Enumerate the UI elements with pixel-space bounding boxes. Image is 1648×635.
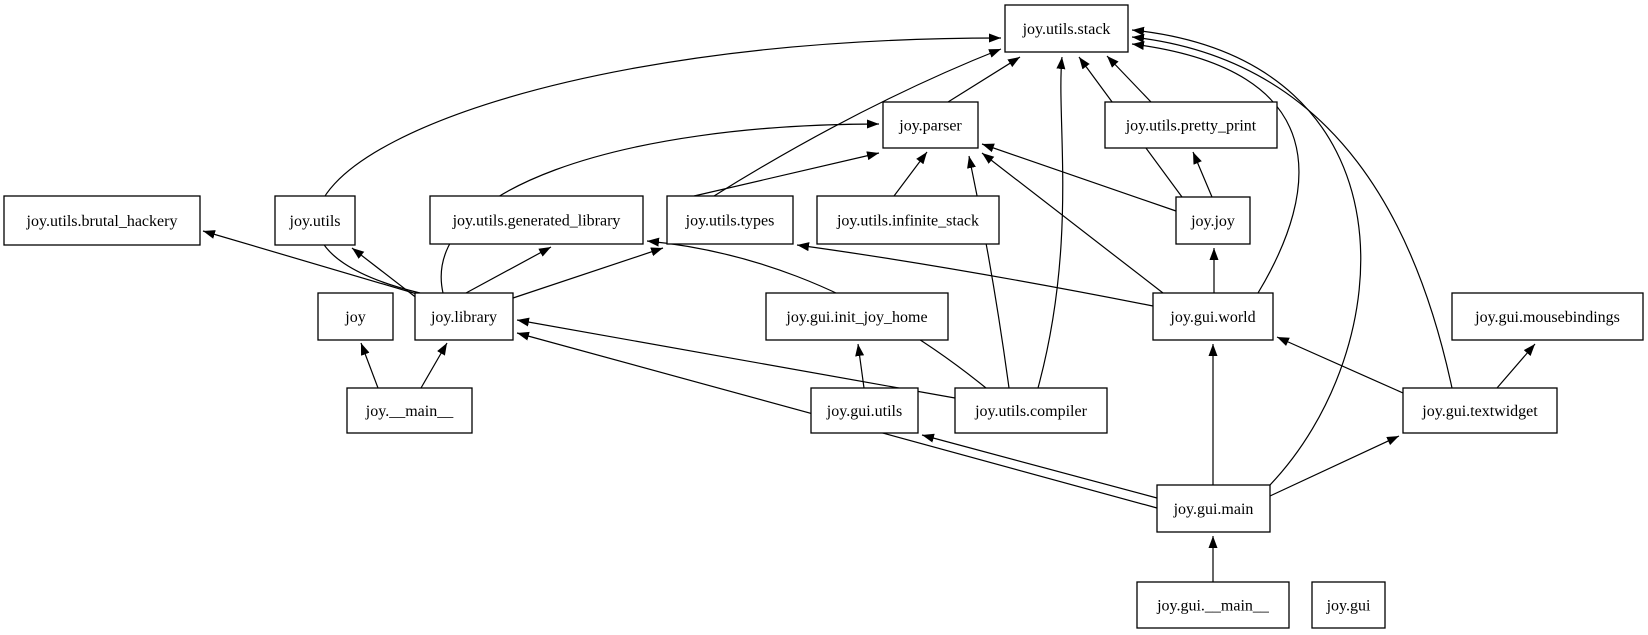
edge-joy.utils.compiler-to-joy.utils.generated_library — [646, 237, 987, 389]
edge-joy.utils.compiler-to-joy.parser — [967, 155, 1010, 389]
node-label: joy.gui.utils — [826, 403, 902, 420]
node-joy.gui.init_joy_home: joy.gui.init_joy_home — [765, 292, 949, 341]
node-box-joy.gui.world — [1152, 292, 1274, 341]
edge-joy.__main__-to-joy — [360, 342, 379, 389]
node-box-joy.gui.textwidget — [1402, 387, 1558, 434]
edge-joy.__main__-to-joy.library — [420, 342, 448, 389]
node-box-joy.gui.init_joy_home — [765, 292, 949, 341]
edge-joy.utils.infinite_stack-to-joy.parser — [893, 151, 928, 197]
node-label: joy.utils.infinite_stack — [836, 213, 979, 230]
node-box-joy.utils.generated_library — [429, 195, 644, 245]
edge-joy.gui.utils-to-joy.gui.init_joy_home — [855, 343, 865, 389]
node-label: joy.utils.brutal_hackery — [26, 213, 178, 230]
edge-joy.library-to-joy.utils.brutal_hackery — [202, 230, 418, 295]
edge-joy.gui.world-to-joy.utils.stack — [1131, 41, 1300, 294]
node-box-joy.gui.main — [1156, 484, 1271, 533]
node-label: joy.gui.main — [1173, 501, 1254, 518]
node-label: joy.gui.world — [1169, 309, 1255, 326]
edge-joy.gui.main-to-joy.gui.textwidget — [1269, 435, 1400, 497]
node-joy.gui.textwidget: joy.gui.textwidget — [1402, 387, 1558, 434]
node-label: joy — [344, 309, 365, 326]
node-label: joy.gui.__main__ — [1156, 598, 1270, 615]
node-box-joy.library — [414, 292, 514, 341]
node-joy.utils.pretty_print: joy.utils.pretty_print — [1104, 101, 1278, 149]
node-joy.utils.brutal_hackery: joy.utils.brutal_hackery — [3, 195, 201, 246]
edge-joy.library-to-joy.utils.stack — [315, 33, 1002, 294]
node-label: joy.gui.init_joy_home — [785, 309, 927, 326]
node-label: joy.utils — [289, 213, 341, 230]
node-joy.gui.__main__: joy.gui.__main__ — [1136, 581, 1290, 629]
node-label: joy.utils.stack — [1022, 21, 1111, 38]
node-box-joy.__main__ — [346, 387, 473, 434]
edge-joy.gui.textwidget-to-joy.gui.mousebindings — [1496, 343, 1536, 389]
edge-joy.gui.main-to-joy.gui.utils — [921, 433, 1158, 499]
edge-joy.gui.textwidget-to-joy.utils.stack — [1131, 33, 1453, 389]
edge-joy.library-to-joy.utils.generated_library — [465, 246, 552, 294]
node-joy.utils.generated_library: joy.utils.generated_library — [429, 195, 644, 245]
node-label: joy.parser — [898, 118, 962, 135]
node-label: joy.gui — [1326, 598, 1371, 615]
edge-joy.gui.main-to-joy.utils.stack — [1131, 26, 1362, 487]
node-label: joy.utils.pretty_print — [1125, 118, 1257, 135]
node-joy: joy — [317, 292, 394, 341]
node-joy.library: joy.library — [414, 292, 514, 341]
node-label: joy.utils.types — [685, 213, 775, 230]
node-joy.gui.main: joy.gui.main — [1156, 484, 1271, 533]
node-box-joy.utils.types — [666, 195, 794, 245]
node-label: joy.gui.mousebindings — [1474, 309, 1620, 326]
edge-joy.library-to-joy.utils.types — [512, 247, 664, 299]
node-box-joy.parser — [882, 101, 979, 149]
node-box-joy.utils.compiler — [954, 387, 1108, 434]
node-joy.utils.types: joy.utils.types — [666, 195, 794, 245]
node-joy.gui.utils: joy.gui.utils — [810, 387, 919, 434]
node-box-joy — [317, 292, 394, 341]
node-box-joy.joy — [1175, 196, 1251, 245]
node-label: joy.library — [430, 309, 497, 326]
edge-joy.utils.types-to-joy.utils.stack — [713, 48, 1002, 197]
node-joy.gui.mousebindings: joy.gui.mousebindings — [1451, 292, 1644, 341]
edge-joy.gui.world-to-joy.parser — [981, 152, 1164, 294]
node-box-joy.gui.__main__ — [1136, 581, 1290, 629]
edge-joy.joy-to-joy.utils.pretty_print — [1192, 151, 1213, 198]
node-label: joy.__main__ — [365, 403, 454, 420]
node-joy.gui.world: joy.gui.world — [1152, 292, 1274, 341]
edge-joy.utils.types-to-joy.parser — [693, 151, 880, 197]
edges-layer — [202, 26, 1536, 582]
edge-joy.library-to-joy.parser — [440, 119, 880, 294]
edge-joy.gui.world-to-joy.utils.types — [796, 242, 1154, 307]
node-joy.parser: joy.parser — [882, 101, 979, 149]
node-joy.utils.compiler: joy.utils.compiler — [954, 387, 1108, 434]
node-box-joy.utils.stack — [1004, 4, 1129, 53]
node-label: joy.utils.generated_library — [452, 213, 621, 230]
node-joy.utils.stack: joy.utils.stack — [1004, 4, 1129, 53]
node-joy.utils.infinite_stack: joy.utils.infinite_stack — [816, 195, 1000, 245]
edge-joy.utils.compiler-to-joy.library — [516, 317, 956, 399]
node-label: joy.gui.textwidget — [1421, 403, 1538, 420]
node-box-joy.utils.pretty_print — [1104, 101, 1278, 149]
edge-joy.utils.pretty_print-to-joy.utils.stack — [1106, 55, 1152, 103]
node-label: joy.joy — [1190, 213, 1235, 230]
node-label: joy.utils.compiler — [974, 403, 1088, 420]
edge-joy.library-to-joy.utils — [351, 247, 419, 300]
node-joy.utils: joy.utils — [274, 195, 356, 246]
node-box-joy.utils.infinite_stack — [816, 195, 1000, 245]
edge-joy.utils.compiler-to-joy.utils.stack — [1037, 56, 1066, 389]
node-box-joy.gui.utils — [810, 387, 919, 434]
edge-joy.joy-to-joy.parser — [981, 143, 1177, 212]
node-joy.gui: joy.gui — [1311, 581, 1386, 629]
node-joy.joy: joy.joy — [1175, 196, 1251, 245]
node-box-joy.utils — [274, 195, 356, 246]
nodes-layer: joy.utils.stack joy.parser joy.utils.prett… — [3, 4, 1644, 629]
edge-joy.gui.textwidget-to-joy.gui.world — [1276, 336, 1404, 394]
node-box-joy.gui.mousebindings — [1451, 292, 1644, 341]
node-box-joy.gui — [1311, 581, 1386, 629]
node-joy.__main__: joy.__main__ — [346, 387, 473, 434]
edge-joy.parser-to-joy.utils.stack — [947, 56, 1021, 103]
node-box-joy.utils.brutal_hackery — [3, 195, 201, 246]
